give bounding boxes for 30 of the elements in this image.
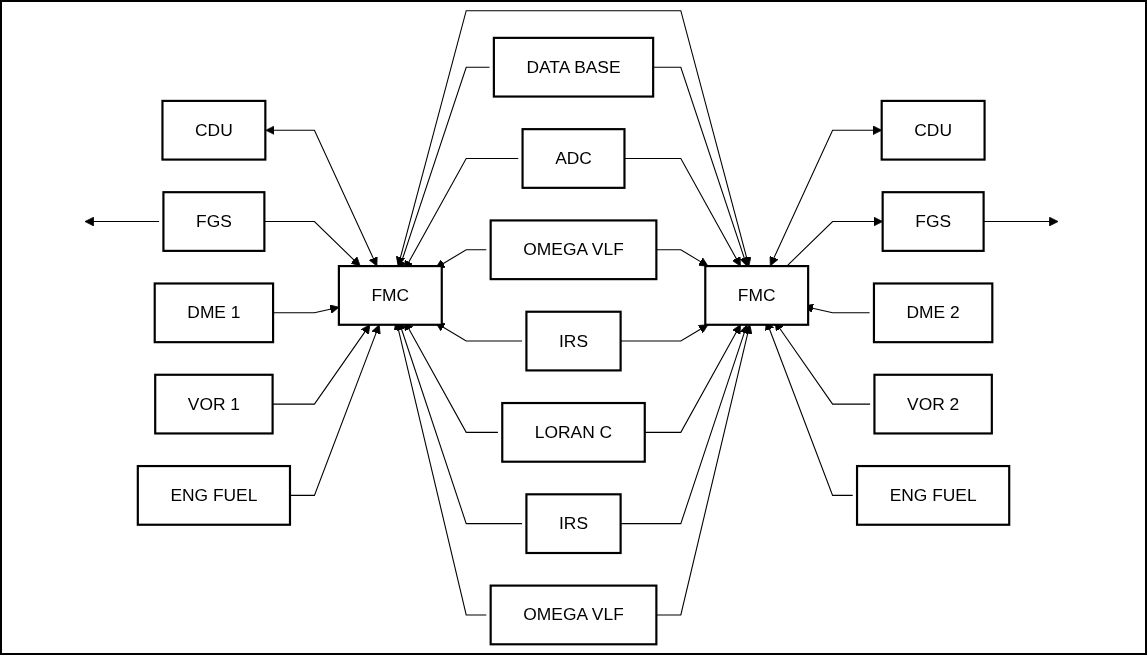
arrow	[620, 324, 709, 342]
node-box: DATA BASE	[492, 36, 655, 98]
arrow	[289, 324, 381, 496]
arrow	[272, 324, 371, 405]
node-box: FMC	[704, 265, 810, 326]
node-box: DME 2	[872, 282, 994, 344]
node-box: CDU	[880, 99, 986, 161]
node-box: DME 1	[153, 282, 275, 344]
arrow	[265, 125, 378, 267]
arrow	[404, 157, 519, 270]
node-box: OMEGA VLF	[489, 584, 658, 646]
node-box: FMC	[337, 265, 443, 326]
node-box: ENG FUEL	[855, 464, 1011, 526]
node-box: ADC	[521, 128, 626, 189]
arrow	[395, 10, 752, 267]
node-box: VOR 1	[154, 373, 274, 435]
node-box: FGS	[162, 191, 266, 252]
node-box: VOR 2	[873, 373, 993, 435]
arrow	[983, 216, 1059, 227]
node-box: OMEGA VLF	[489, 219, 658, 281]
node-box: ENG FUEL	[136, 464, 292, 526]
node-box: CDU	[161, 99, 267, 161]
node-box: IRS	[525, 493, 622, 555]
arrow	[620, 324, 749, 525]
arrow	[769, 125, 883, 267]
node-box: LORAN C	[501, 401, 646, 463]
node-box: FGS	[881, 191, 985, 252]
arrow	[84, 216, 160, 227]
node-box: IRS	[525, 310, 622, 372]
arrow	[644, 324, 741, 433]
